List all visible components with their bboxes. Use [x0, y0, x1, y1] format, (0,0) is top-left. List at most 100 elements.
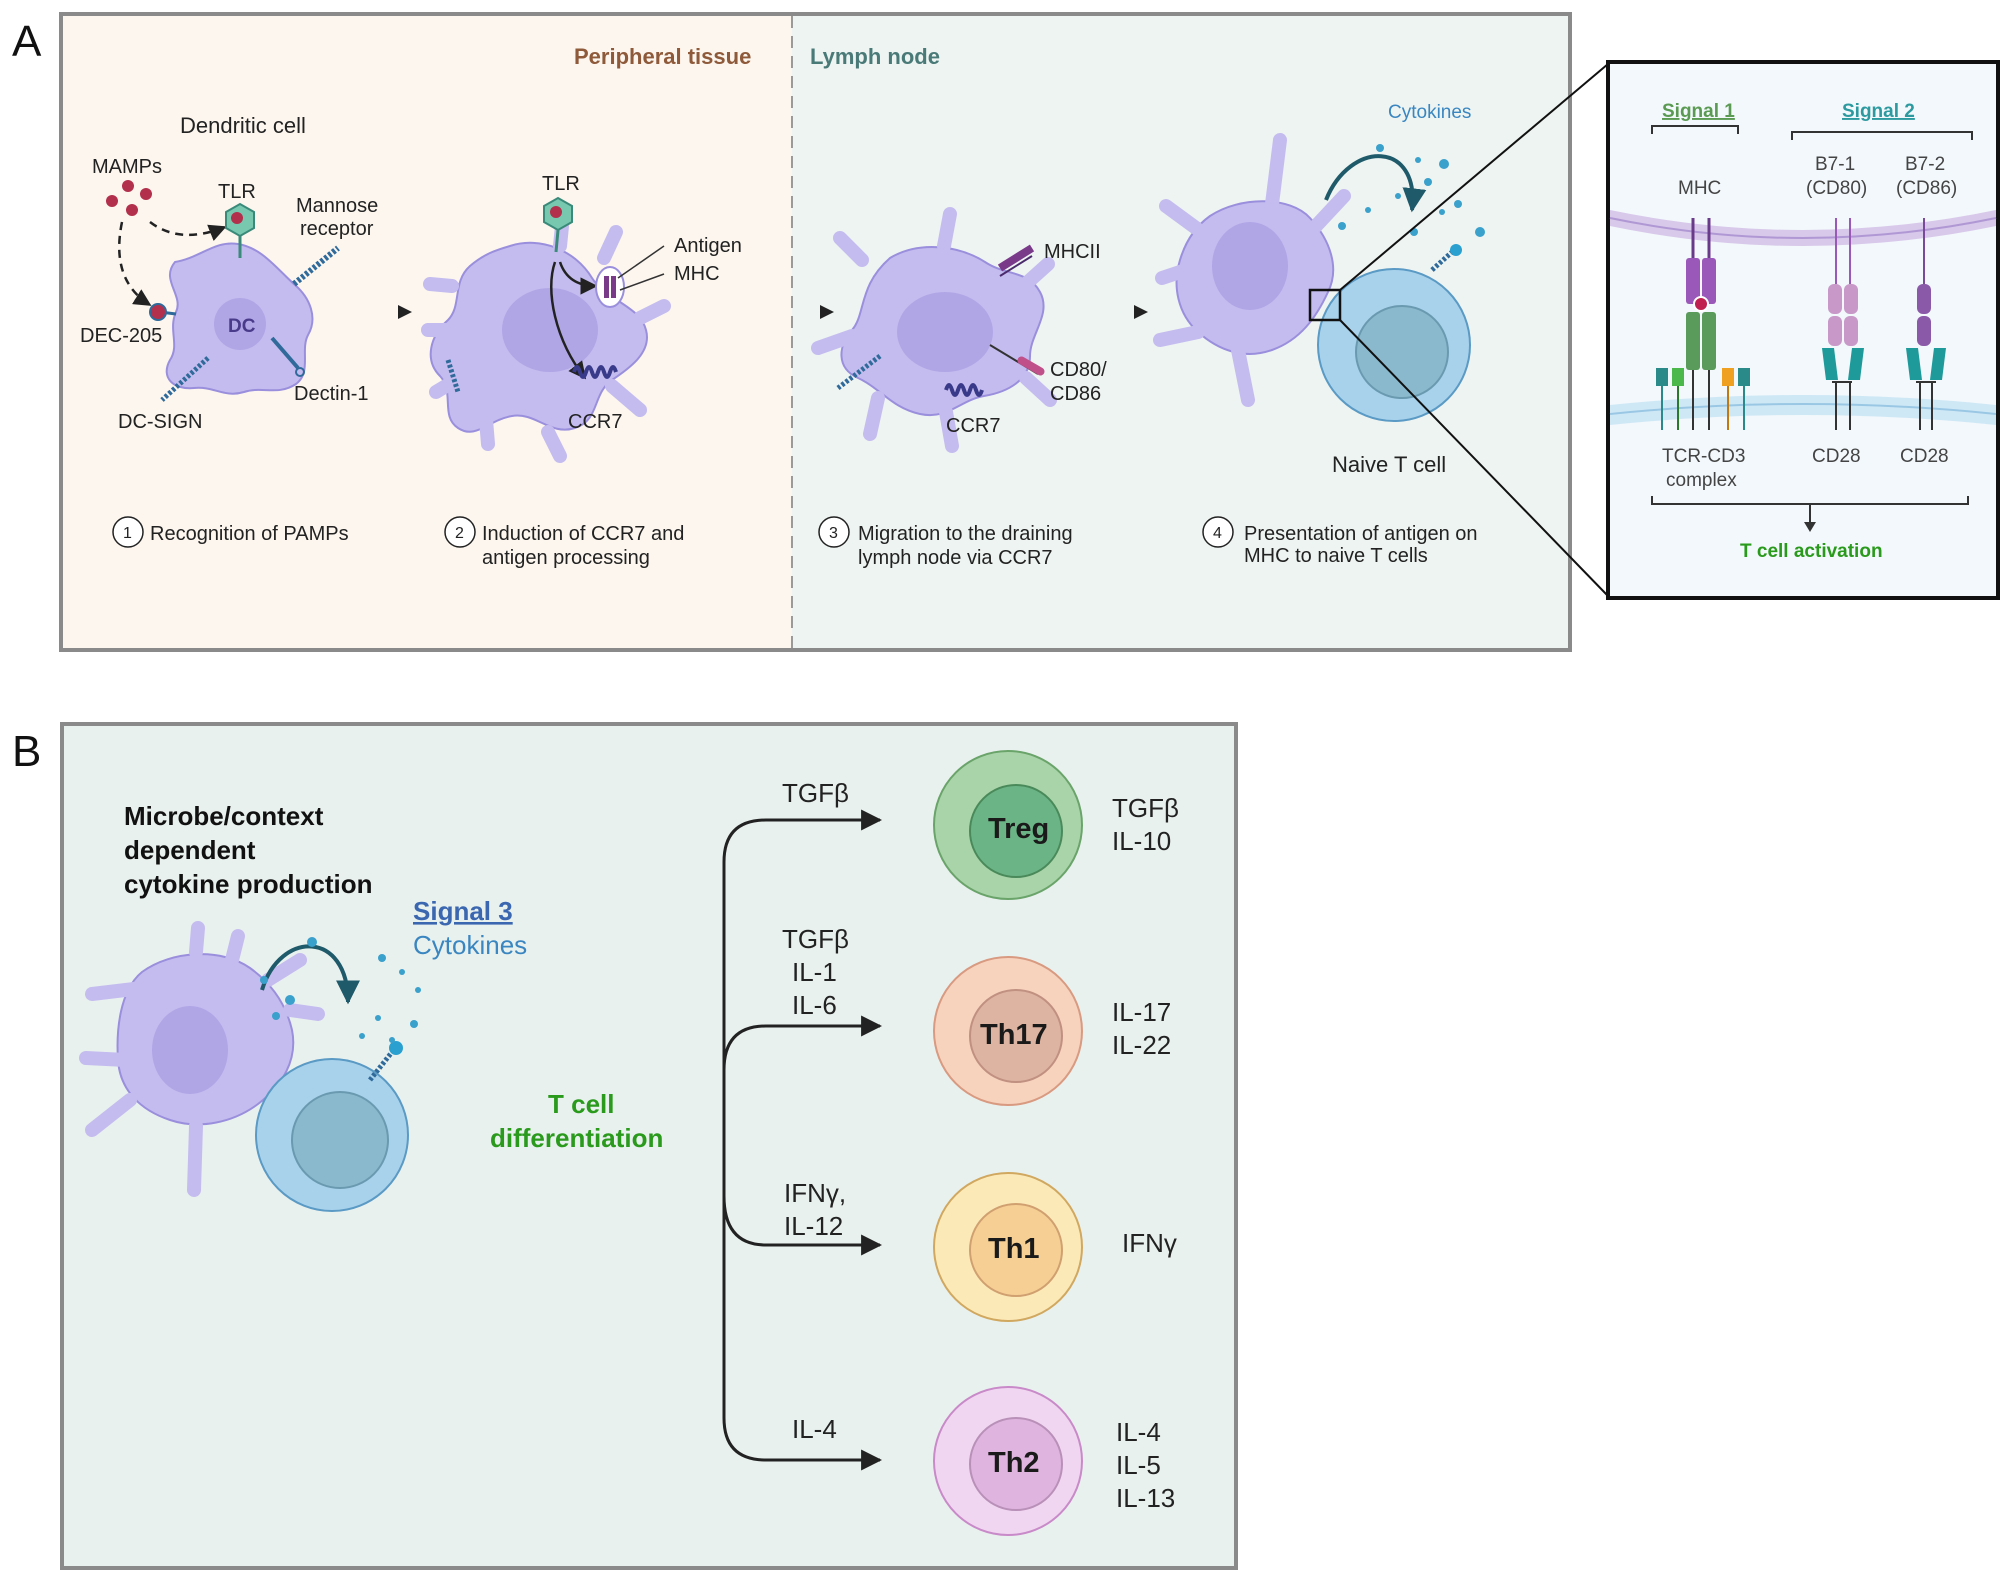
- mhc-label-a: MHC: [674, 263, 720, 285]
- dec205-receptor-icon: [149, 303, 177, 321]
- peripheral-tissue-title: Peripheral tissue: [574, 44, 751, 69]
- dc-t-cell-pair-b: [79, 921, 409, 1212]
- b72-label-1: B7-2: [1905, 154, 1945, 175]
- th17-cell: Th17: [933, 956, 1083, 1106]
- dc-sign-receptor-icon: [160, 356, 210, 402]
- ccr7-receptor-icon: [572, 365, 618, 379]
- receptor-stub-icon: [445, 359, 461, 393]
- dendritic-cell-3: [811, 207, 1057, 453]
- th17-product-1: IL-17: [1112, 997, 1171, 1027]
- dendritic-cell-4: [1153, 133, 1351, 407]
- branch-lines: [722, 809, 883, 1471]
- th1-product-1: IFNγ: [1122, 1228, 1177, 1258]
- ccr7-label-b: CCR7: [946, 415, 1000, 437]
- cytokines-label-a: Cytokines: [1388, 102, 1471, 123]
- step-2-line-1: Induction of CCR7 and: [482, 523, 684, 545]
- signal2-label: Signal 2: [1842, 101, 1915, 122]
- cytokine-particles-a: [1338, 144, 1485, 237]
- step-4-line-1: Presentation of antigen on: [1244, 523, 1478, 545]
- treg-cell: Treg: [933, 750, 1083, 900]
- panel-b-title-2: dependent: [124, 835, 256, 865]
- b71-cd28-icon: [1822, 218, 1864, 430]
- treg-label: Treg: [988, 813, 1049, 845]
- mhcii-receptor-icon: [997, 244, 1035, 277]
- cd28-label-2: CD28: [1900, 446, 1949, 467]
- th17-inducer-1: TGFβ: [782, 924, 849, 954]
- signal1-label: Signal 1: [1662, 101, 1735, 122]
- step-1-text: Recognition of PAMPs: [150, 523, 349, 545]
- inset-panel: [1606, 60, 2000, 600]
- tcr-cd3-label-1: TCR-CD3: [1662, 446, 1745, 467]
- th2-label: Th2: [988, 1447, 1040, 1479]
- mamps-label: MAMPs: [92, 156, 162, 178]
- dec205-label: DEC-205: [80, 325, 162, 347]
- tlr-label-2: TLR: [542, 173, 580, 195]
- lymph-node-title: Lymph node: [810, 44, 940, 69]
- step-2-number: 2: [455, 525, 464, 542]
- cytokines-label-b: Cytokines: [413, 930, 527, 960]
- naive-t-cell: [1317, 268, 1471, 422]
- mamps-to-tlr-arrow: [149, 221, 227, 241]
- cd80-label-1: CD80/: [1050, 359, 1107, 381]
- mamps-to-dec205-arrow: [118, 221, 152, 307]
- mannose-receptor-icon: [292, 245, 340, 287]
- zoom-line-bottom: [1339, 319, 1609, 597]
- b72-label-2: (CD86): [1896, 178, 1957, 199]
- th1-cell: Th1: [933, 1172, 1083, 1322]
- zoom-box: [1308, 288, 1342, 322]
- step-1: 1 Recognition of PAMPs: [112, 516, 349, 548]
- b72-cd28-icon: [1906, 218, 1946, 430]
- treg-inducer-1: TGFβ: [782, 778, 849, 808]
- panel-b-title-1: Microbe/context: [124, 801, 324, 831]
- panel-a-letter: A: [12, 17, 42, 66]
- cd80-label-2: CD86: [1050, 383, 1101, 405]
- t-cell-activation-label: T cell activation: [1740, 541, 1883, 562]
- naive-t-cell-label: Naive T cell: [1332, 452, 1446, 477]
- panel-b-title-3: cytokine production: [124, 869, 372, 899]
- step-3-number: 3: [829, 525, 838, 542]
- tcr-cd3-label-2: complex: [1666, 470, 1737, 491]
- treg-product-1: TGFβ: [1112, 793, 1179, 823]
- cd80-receptor-icon: [989, 344, 1045, 376]
- b71-label-2: (CD80): [1806, 178, 1867, 199]
- antigen-processing-arrow: [558, 261, 598, 295]
- step-2-line-2: antigen processing: [482, 547, 650, 569]
- th2-inducer-1: IL-4: [792, 1414, 837, 1444]
- step-3-line-1: Migration to the draining: [858, 523, 1073, 545]
- mamps-particles: [106, 180, 152, 216]
- step-1-number: 1: [123, 525, 132, 542]
- t-cell-diff-label-2: differentiation: [490, 1123, 663, 1153]
- treg-product-2: IL-10: [1112, 826, 1171, 856]
- signal3-label: Signal 3: [413, 896, 513, 926]
- cytokine-release-arrow: [1324, 154, 1427, 213]
- t-cell-diff-label-1: T cell: [548, 1089, 614, 1119]
- receptor-stub-icon-2: [836, 354, 882, 390]
- th2-cell: Th2: [933, 1386, 1083, 1536]
- step-4-line-2: MHC to naive T cells: [1244, 545, 1428, 567]
- th1-inducer-2: IL-12: [784, 1211, 843, 1241]
- mhcii-label: MHCII: [1044, 241, 1101, 263]
- panel-b-letter: B: [12, 727, 41, 776]
- zoom-line-top: [1339, 63, 1609, 291]
- dectin1-receptor-icon: [270, 336, 305, 377]
- step-4: 4 Presentation of antigen on MHC to naiv…: [1202, 516, 1478, 567]
- th17-product-2: IL-22: [1112, 1030, 1171, 1060]
- step-3-line-2: lymph node via CCR7: [858, 547, 1053, 569]
- th17-inducer-2: IL-1: [792, 957, 837, 987]
- th17-inducer-3: IL-6: [792, 990, 837, 1020]
- b71-label-1: B7-1: [1815, 154, 1855, 175]
- ccr7-label-a: CCR7: [568, 411, 622, 433]
- step-2: 2 Induction of CCR7 and antigen processi…: [444, 516, 684, 569]
- tlr-label: TLR: [218, 181, 256, 203]
- th2-product-1: IL-4: [1116, 1417, 1161, 1447]
- dc-nucleus-1: [214, 298, 266, 350]
- cd28-label-1: CD28: [1812, 446, 1861, 467]
- tcr-mhc-contact-icon: [1430, 244, 1462, 272]
- mhc-tcr-complex-icon: [1656, 218, 1750, 430]
- inset-mhc-label: MHC: [1678, 178, 1721, 199]
- step-3: 3 Migration to the draining lymph node v…: [818, 516, 1073, 569]
- antigen-label: Antigen: [674, 235, 742, 257]
- th2-product-2: IL-5: [1116, 1450, 1161, 1480]
- th1-label: Th1: [988, 1233, 1040, 1265]
